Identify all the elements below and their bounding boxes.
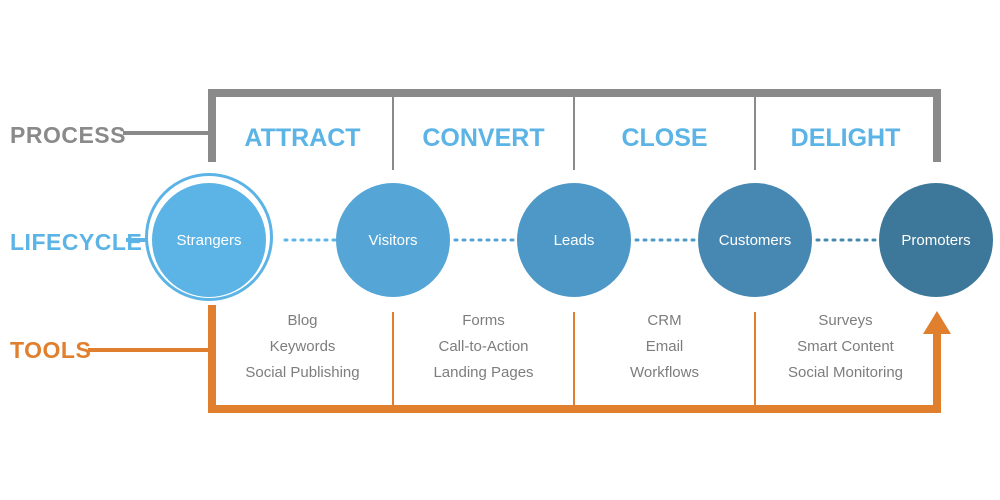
lifecycle-strangers-circle: Strangers [152, 183, 266, 297]
tools-bracket [208, 305, 941, 413]
tool-item: Forms [462, 312, 505, 329]
lifecycle-leads-circle: Leads [517, 183, 631, 297]
tool-item: Social Monitoring [787, 364, 904, 381]
tool-item: Call-to-Action [438, 338, 529, 355]
process-label: PROCESS [10, 122, 126, 148]
tool-item: CRM [647, 312, 682, 329]
lifecycle-label: LIFECYCLE [10, 229, 143, 255]
tool-item: Surveys [818, 312, 873, 329]
tools-close: CRM Email Workflows [574, 308, 755, 386]
tool-item: Social Publishing [245, 364, 360, 381]
process-bracket [208, 89, 941, 162]
stage-convert: CONVERT [422, 124, 545, 152]
lifecycle-promoters-circle: Promoters [879, 183, 993, 297]
tools-delight: Surveys Smart Content Social Monitoring [755, 308, 936, 386]
tools-label: TOOLS [10, 337, 92, 363]
tool-item: Keywords [269, 338, 336, 355]
tool-item: Landing Pages [433, 364, 534, 381]
stage-close: CLOSE [621, 124, 708, 152]
lifecycle-customers-circle: Customers [698, 183, 812, 297]
tool-item: Email [645, 338, 684, 355]
tools-arrowhead [923, 311, 951, 334]
tool-item: Blog [287, 312, 318, 329]
lifecycle-visitors-circle: Visitors [336, 183, 450, 297]
stage-attract: ATTRACT [244, 124, 361, 152]
stage-delight: DELIGHT [790, 124, 901, 152]
tool-item: Smart Content [797, 338, 894, 355]
tools-convert: Forms Call-to-Action Landing Pages [393, 308, 574, 386]
tools-attract: Blog Keywords Social Publishing [212, 308, 393, 386]
tool-item: Workflows [630, 364, 699, 381]
